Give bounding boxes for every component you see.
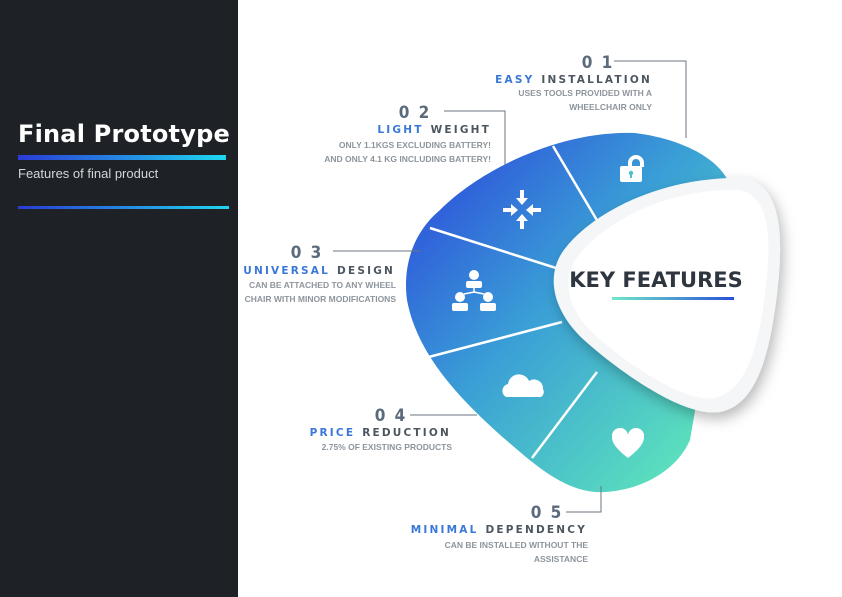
heart-icon <box>611 427 645 458</box>
compress-arrows-icon <box>503 190 541 229</box>
feature-description: CAN BE ATTACHED TO ANY WHEEL <box>249 280 396 290</box>
feature-number: 0 5 <box>531 503 564 523</box>
feature-description: AND ONLY 4.1 KG INCLUDING BATTERY! <box>324 154 491 164</box>
subtitle-divider <box>18 206 229 209</box>
feature-description: USES TOOLS PROVIDED WITH A <box>518 88 652 98</box>
leader-line-05 <box>566 486 602 513</box>
center-badge: KEY FEATURES <box>553 177 781 413</box>
feature-description: CHAIR WITH MINOR MODIFICATIONS <box>245 294 397 304</box>
people-network-icon <box>452 270 496 311</box>
segment-dividers <box>424 145 600 459</box>
feature-description: ONLY 1.1KGS EXCLUDING BATTERY! <box>339 140 491 150</box>
feature-number: 0 2 <box>399 103 432 123</box>
unlock-icon <box>620 155 644 182</box>
feature-description: 2.75% OF EXISTING PRODUCTS <box>322 442 453 452</box>
feature-number: 0 3 <box>291 243 324 263</box>
sidebar-panel: Final Prototype Features of final produc… <box>0 0 238 597</box>
leader-line-02 <box>444 110 506 165</box>
feature-description: CAN BE INSTALLED WITHOUT THE <box>445 540 589 550</box>
center-title-underline <box>612 297 734 300</box>
page-subtitle: Features of final product <box>18 166 159 181</box>
page-title: Final Prototype <box>18 120 230 148</box>
feature-number: 0 4 <box>375 406 408 426</box>
feature-description: WHEELCHAIR ONLY <box>569 102 652 112</box>
feature-number: 0 1 <box>582 53 615 73</box>
center-title: KEY FEATURES <box>569 268 742 292</box>
title-underline <box>18 155 226 160</box>
leader-line-01 <box>614 60 687 138</box>
cloud-icon <box>502 374 544 397</box>
feature-description: ASSISTANCE <box>534 554 588 564</box>
